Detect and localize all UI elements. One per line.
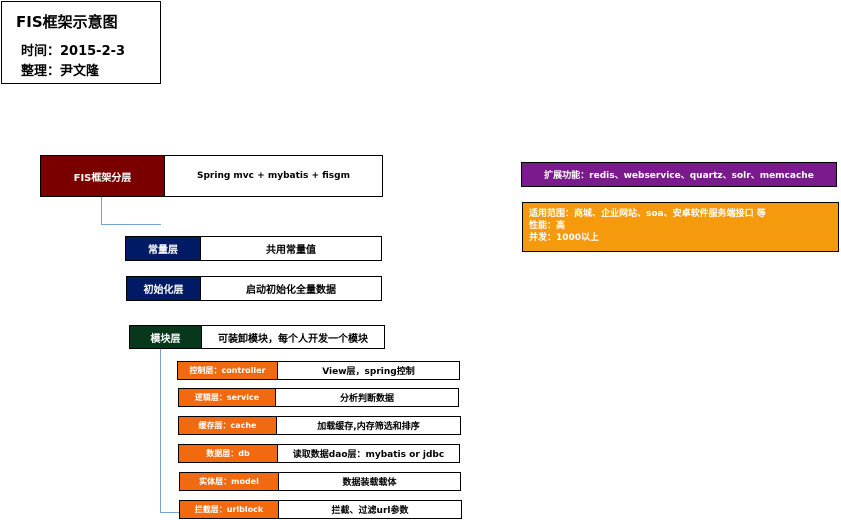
sublayer-row-db: 数据层：db 读取数据dao层：mybatis or jdbc xyxy=(178,444,460,463)
scope-line-concurrency: 并发：1000以上 xyxy=(529,233,600,243)
layer-value: 可装卸模块，每个人开发一个模块 xyxy=(202,326,384,348)
connector-main-vertical xyxy=(101,197,102,224)
sublayer-row-model: 实体层：model 数据装载载体 xyxy=(179,472,461,491)
scope-box: 适用范围：商城、企业网站、soa、安卓软件服务端接口 等 性能：高 并发：100… xyxy=(522,202,839,252)
sublayer-label: 控制层：controller xyxy=(178,362,278,379)
sublayer-value: 加载缓存,内存筛选和排序 xyxy=(277,417,460,434)
sublayer-row-service: 逻辑层：service 分析判断数据 xyxy=(178,388,459,407)
sublayer-value: 读取数据dao层：mybatis or jdbc xyxy=(278,445,459,462)
layer-row-init: 初始化层 启动初始化全量数据 xyxy=(126,276,382,301)
connector-module-horizontal xyxy=(160,512,180,513)
layer-row-module: 模块层 可装卸模块，每个人开发一个模块 xyxy=(129,325,385,349)
sublayer-value: 分析判断数据 xyxy=(276,389,458,406)
diagram-author: 整理：尹文隆 xyxy=(21,64,100,79)
sublayer-label: 数据层：db xyxy=(179,445,278,462)
title-box: FIS框架示意图 时间：2015-2-3 整理：尹文隆 xyxy=(1,1,161,84)
framework-row: FIS框架分层 Spring mvc + mybatis + fisgm xyxy=(40,155,383,197)
framework-value: Spring mvc + mybatis + fisgm xyxy=(165,156,382,196)
diagram-time: 时间：2015-2-3 xyxy=(21,44,126,59)
sublayer-row-cache: 缓存层：cache 加载缓存,内存筛选和排序 xyxy=(178,416,461,435)
extension-box: 扩展功能：redis、webservice、quartz、solr、memcac… xyxy=(521,162,837,187)
sublayer-label: 逻辑层：service xyxy=(179,389,276,406)
sublayer-value: 拦截、过滤url参数 xyxy=(279,501,461,518)
sublayer-value: View层，spring控制 xyxy=(278,362,459,379)
layer-label: 常量层 xyxy=(126,237,201,260)
layer-label: 初始化层 xyxy=(127,277,201,300)
diagram-title: FIS框架示意图 xyxy=(16,13,118,31)
sublayer-label: 缓存层：cache xyxy=(179,417,277,434)
scope-line-performance: 性能：高 xyxy=(529,221,566,231)
sublayer-label: 拦截层：urlblock xyxy=(180,501,279,518)
sublayer-row-controller: 控制层：controller View层，spring控制 xyxy=(177,361,460,380)
sublayer-row-urlblock: 拦截层：urlblock 拦截、过滤url参数 xyxy=(179,500,462,519)
layer-row-constant: 常量层 共用常量值 xyxy=(125,236,382,261)
connector-main-horizontal xyxy=(101,224,161,225)
sublayer-label: 实体层：model xyxy=(180,473,279,490)
layer-value: 共用常量值 xyxy=(201,237,381,260)
framework-label: FIS框架分层 xyxy=(41,156,165,196)
layer-label: 模块层 xyxy=(130,326,202,348)
scope-line-usage: 适用范围：商城、企业网站、soa、安卓软件服务端接口 等 xyxy=(529,209,766,219)
layer-value: 启动初始化全量数据 xyxy=(201,277,381,300)
sublayer-value: 数据装载载体 xyxy=(279,473,460,490)
connector-module-vertical xyxy=(160,348,161,512)
